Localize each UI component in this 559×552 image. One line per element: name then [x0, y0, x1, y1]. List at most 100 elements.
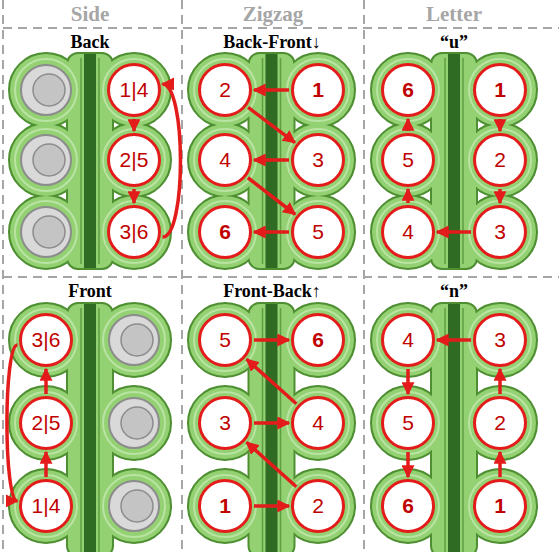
well-number: 1	[494, 78, 506, 102]
well-circle: 6	[381, 63, 435, 117]
well-circle: 3|6	[19, 313, 73, 367]
well-number: 1|4	[32, 494, 61, 518]
well-circle: 3	[291, 133, 345, 187]
channel-edge	[462, 308, 464, 552]
pad-ring	[15, 201, 77, 263]
empty-well	[33, 144, 65, 176]
well-circle: 2	[473, 396, 527, 450]
well-number: 5	[312, 220, 324, 244]
well-circle: 1	[291, 63, 345, 117]
well-number: 4	[312, 411, 324, 435]
column-header: Letter	[426, 2, 482, 27]
board-shape	[98, 387, 170, 459]
board-shape	[10, 124, 82, 196]
board-shape	[464, 196, 536, 268]
well-number: 3|6	[120, 220, 149, 244]
board-shape	[372, 304, 444, 376]
well-circle: 4	[381, 205, 435, 259]
board-shape	[189, 387, 261, 459]
flow-arrow	[437, 338, 471, 342]
board-shape	[372, 470, 444, 542]
flow-arrow	[247, 442, 297, 486]
chip-board	[189, 304, 354, 552]
board-shape	[98, 124, 170, 196]
flow-arrow	[254, 88, 289, 92]
pad-ring	[103, 309, 165, 371]
board-shape	[372, 304, 444, 376]
board-shape	[282, 124, 354, 196]
flow-arrow	[7, 345, 18, 501]
board-shape	[189, 124, 261, 196]
well-circle: 4	[198, 133, 252, 187]
board-shape	[464, 387, 536, 459]
flow-arrow	[498, 369, 502, 394]
board-shape	[282, 124, 354, 196]
board-shape	[98, 304, 170, 376]
well-circle: 2|5	[107, 133, 161, 187]
pad-ring	[469, 475, 531, 537]
well-number: 3|6	[32, 328, 61, 352]
well-circle: 4	[381, 313, 435, 367]
empty-well	[33, 216, 65, 248]
board-shape	[282, 387, 354, 459]
board-shape	[464, 54, 536, 126]
well-number: 2	[494, 411, 506, 435]
board-shape	[10, 304, 82, 376]
flow-arrow	[162, 84, 180, 237]
board-shape	[282, 54, 354, 126]
board-shape	[282, 470, 354, 542]
board-shape	[372, 387, 444, 459]
pad-ring	[287, 309, 349, 371]
well-number: 1	[219, 494, 231, 518]
board-shape	[10, 304, 82, 376]
chip-board	[372, 304, 536, 552]
flow-arrow	[254, 338, 289, 342]
well-circle: 5	[381, 396, 435, 450]
channel-edge	[444, 308, 446, 552]
flow-arrow	[406, 119, 410, 131]
board-shape	[98, 304, 170, 376]
panel-title: “n”	[440, 281, 468, 302]
well-number: 4	[402, 328, 414, 352]
board-shape	[372, 470, 444, 542]
flow-arrow	[247, 359, 297, 403]
empty-well	[121, 490, 153, 522]
channel-edge	[80, 58, 82, 264]
board-shape	[189, 196, 261, 268]
pad-ring	[15, 392, 77, 454]
pad-ring	[194, 201, 256, 263]
flow-arrow	[44, 452, 48, 477]
well-number: 6	[219, 220, 231, 244]
dashed-divider	[181, 0, 183, 552]
well-number: 6	[402, 494, 414, 518]
well-number: 2	[219, 78, 231, 102]
board-shape	[464, 470, 536, 542]
board-shape	[464, 387, 536, 459]
well-number: 5	[402, 148, 414, 172]
well-circle: 2	[291, 479, 345, 533]
panel-title: Back-Front↓	[223, 32, 321, 53]
pad-ring	[377, 309, 439, 371]
flow-arrow	[132, 189, 136, 203]
channel-edge	[262, 308, 264, 552]
dashed-divider	[3, 27, 559, 29]
empty-well	[21, 65, 71, 115]
board-shape	[10, 387, 82, 459]
board-shape	[10, 387, 82, 459]
well-number: 1	[312, 78, 324, 102]
board-shape	[372, 387, 444, 459]
pad-ring	[15, 475, 77, 537]
flow-arrow	[437, 230, 471, 234]
board-shape	[464, 54, 536, 126]
pad-ring	[103, 59, 165, 121]
board-shape	[464, 470, 536, 542]
board-shape	[189, 387, 261, 459]
pad-ring	[469, 59, 531, 121]
board-shape	[372, 54, 444, 126]
well-circle: 1	[198, 479, 252, 533]
well-circle: 2|5	[19, 396, 73, 450]
empty-well	[121, 324, 153, 356]
pad-ring	[103, 201, 165, 263]
well-number: 3	[312, 148, 324, 172]
